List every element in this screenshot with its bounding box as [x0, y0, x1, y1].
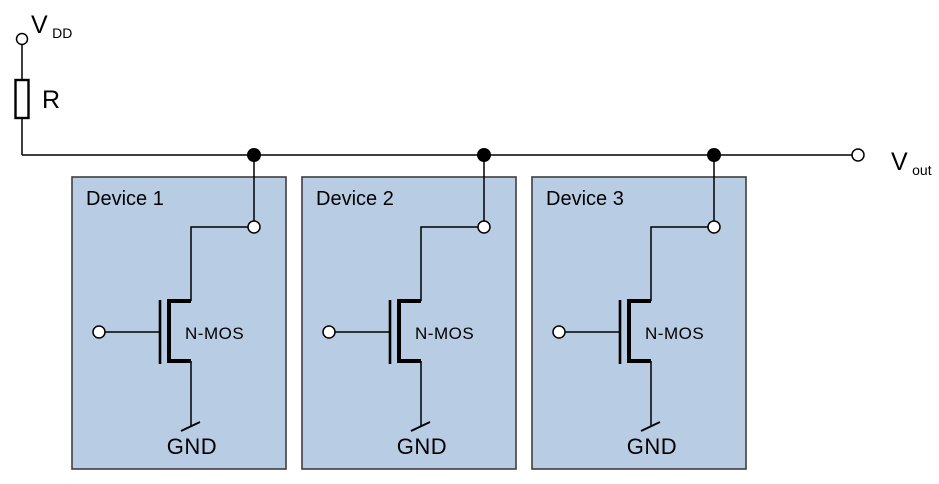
resistor-label: R — [42, 86, 60, 114]
nmos-label: N-MOS — [645, 324, 704, 343]
nmos-label: N-MOS — [185, 324, 244, 343]
drain-wire — [420, 226, 484, 301]
device-1-group: Device 1 N-MOS GND — [71, 148, 287, 470]
gnd-label: GND — [397, 434, 447, 459]
device-label: Device 3 — [546, 188, 624, 210]
gnd-label: GND — [167, 434, 217, 459]
vout-terminal-icon — [851, 148, 865, 162]
junction-dot — [477, 148, 491, 162]
nmos-label: N-MOS — [415, 324, 474, 343]
drain-terminal-icon — [477, 220, 491, 234]
drain-wire — [650, 226, 714, 301]
resistor-symbol — [14, 78, 30, 120]
gate-terminal-icon — [92, 325, 106, 339]
vout-label: V out — [891, 148, 932, 178]
gnd-label: GND — [627, 434, 677, 459]
device-2-group: Device 2 N-MOS GND — [301, 148, 517, 470]
device-3-group: Device 3 N-MOS GND — [531, 148, 747, 470]
drain-wire — [190, 226, 254, 301]
ground-icon — [180, 421, 201, 432]
junction-dot — [707, 148, 721, 162]
gate-terminal-icon — [322, 325, 336, 339]
gate-terminal-icon — [552, 325, 566, 339]
vdd-label: V DD — [31, 11, 72, 41]
junction-dot — [247, 148, 261, 162]
drain-terminal-icon — [707, 220, 721, 234]
vdd-terminal-icon — [15, 32, 29, 46]
device-label: Device 2 — [316, 188, 394, 210]
device-label: Device 1 — [86, 188, 164, 210]
ground-icon — [640, 421, 661, 432]
drain-terminal-icon — [247, 220, 261, 234]
ground-icon — [410, 421, 431, 432]
